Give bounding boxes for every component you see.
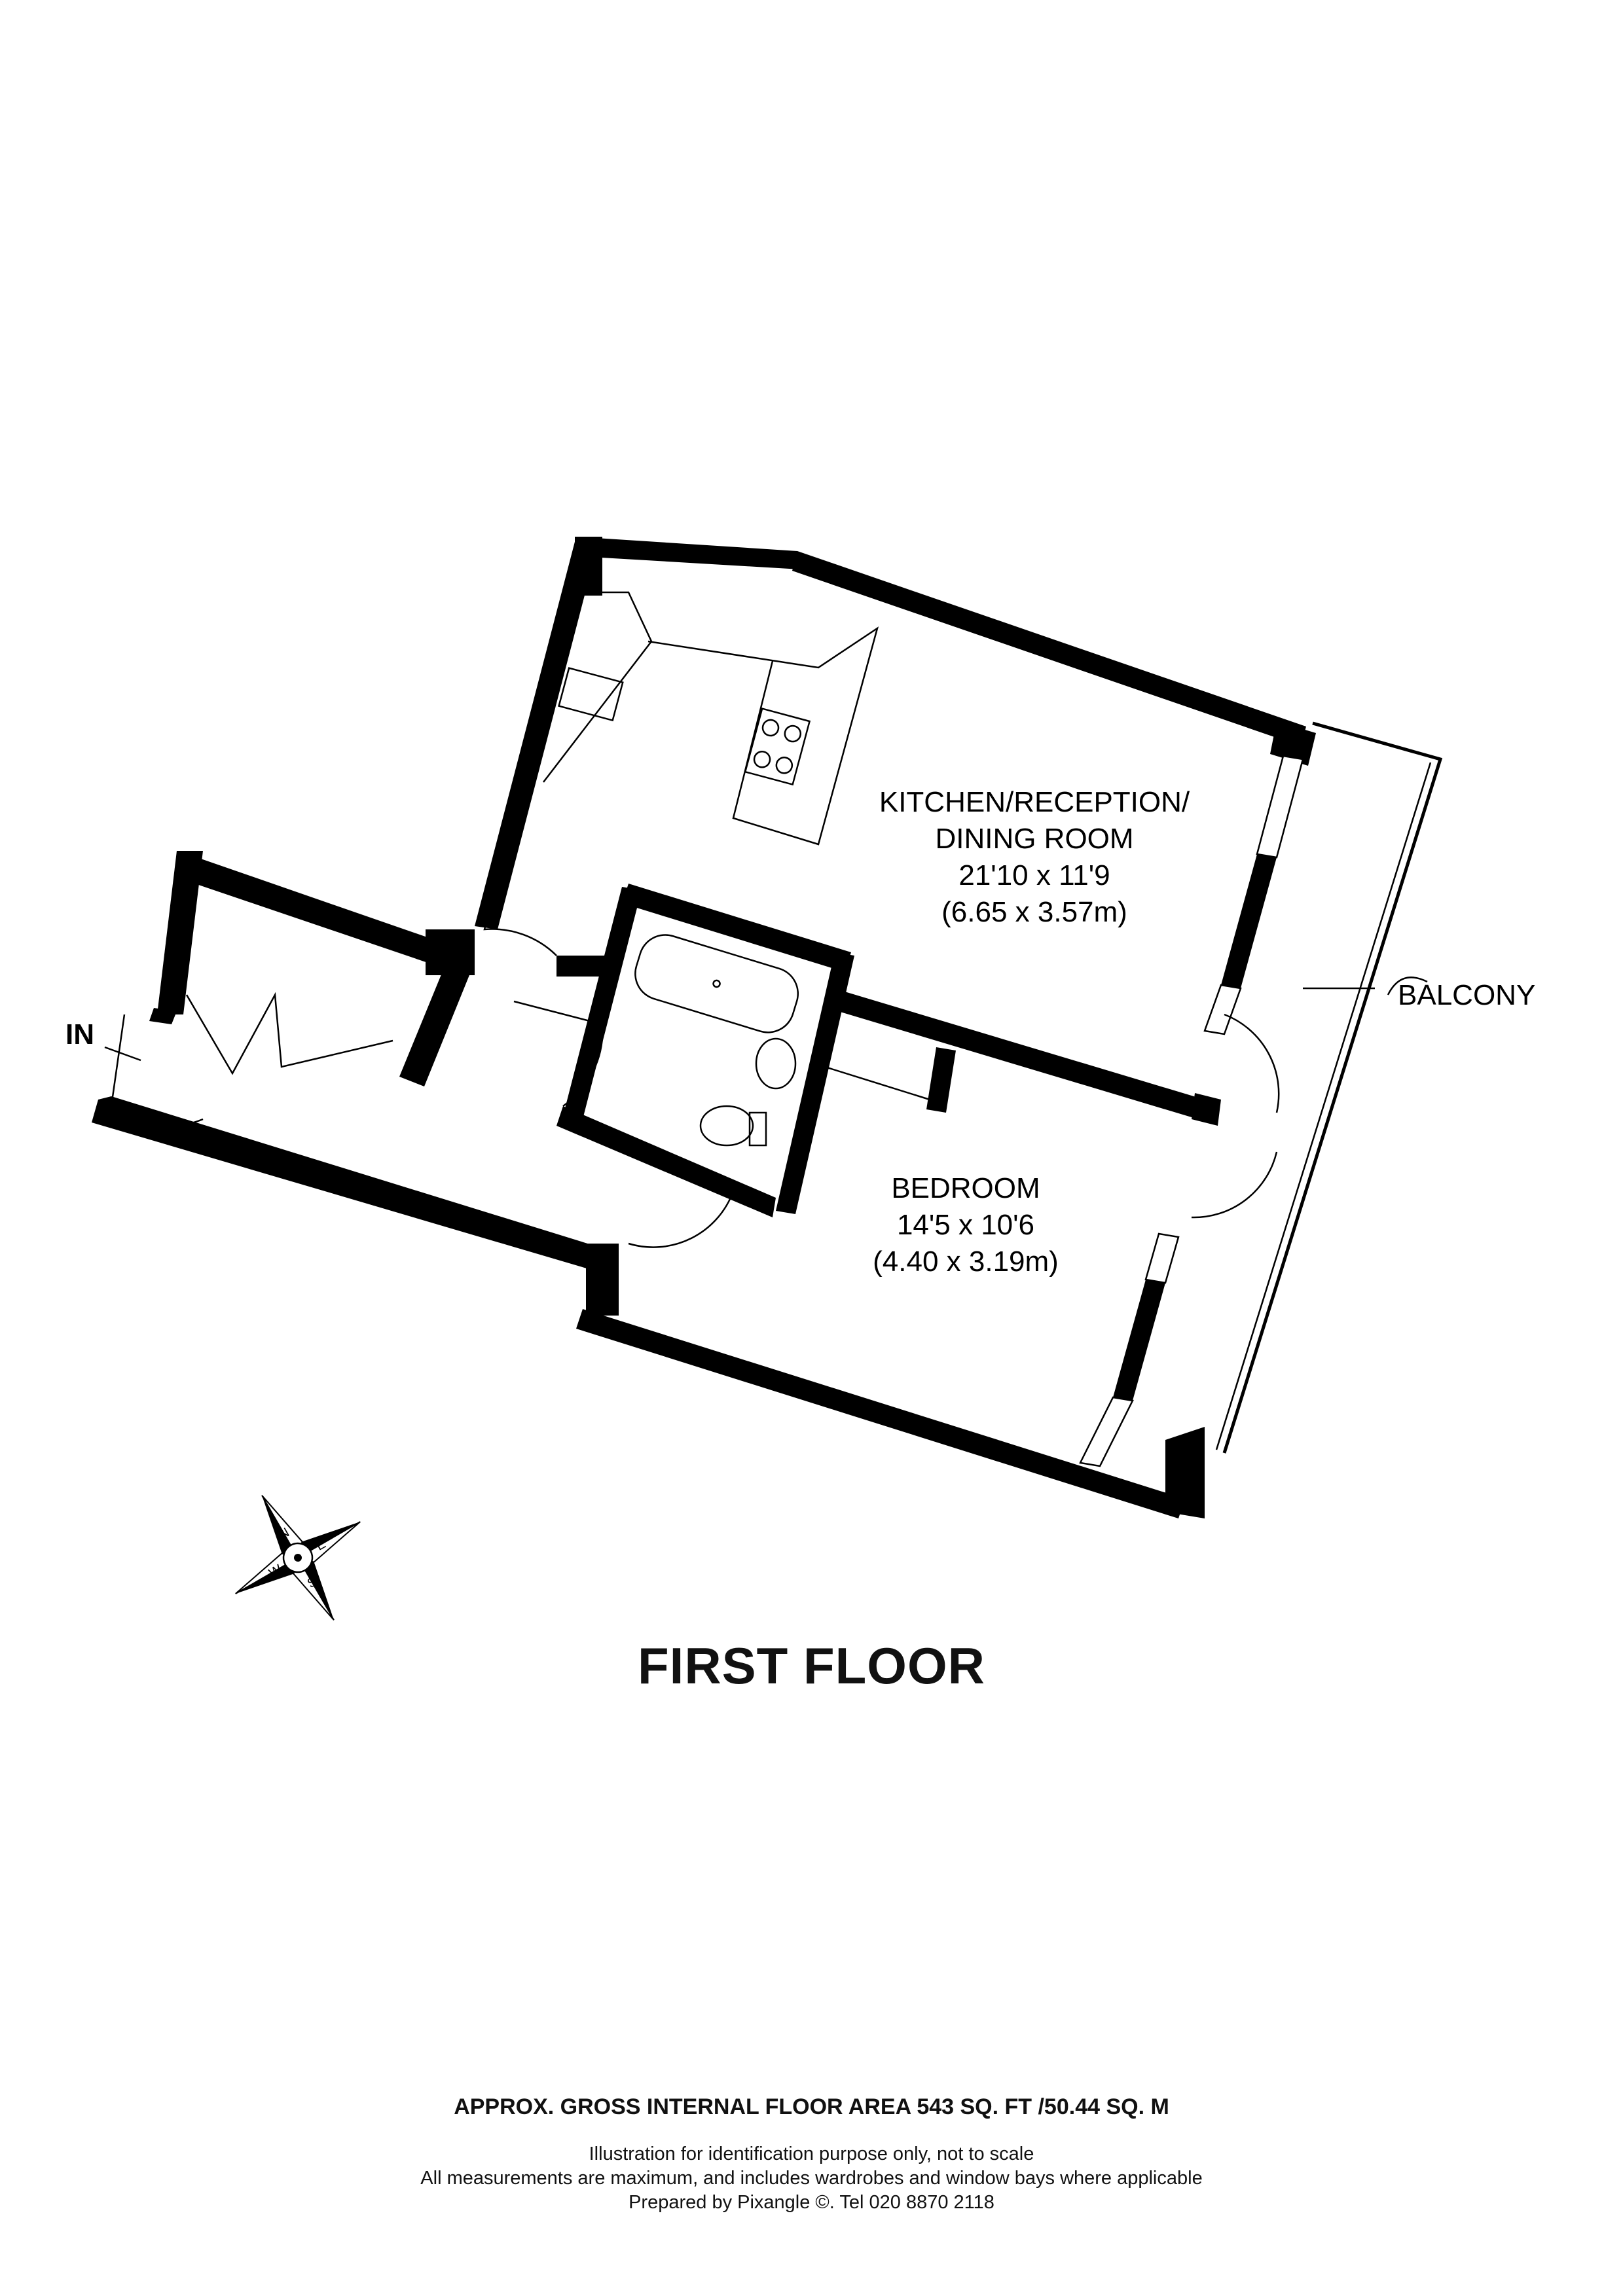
balcony-inner-edge xyxy=(1215,762,1432,1450)
bathtub xyxy=(634,934,799,1033)
disclaimer-note-1: Illustration for identification purpose … xyxy=(589,2144,1034,2164)
bath-top-wall xyxy=(622,884,851,972)
bath-left-wall xyxy=(563,887,642,1119)
window-kitchen-pier xyxy=(1221,854,1277,988)
hall-corner-block xyxy=(426,929,475,975)
window-kitchen-lower xyxy=(1203,984,1242,1035)
corner-block-se xyxy=(1165,1427,1205,1518)
bedroom-dim-metric: (4.40 x 3.19m) xyxy=(873,1246,1059,1278)
kitchen-sink xyxy=(558,667,624,722)
gross-area: APPROX. GROSS INTERNAL FLOOR AREA 543 SQ… xyxy=(454,2094,1169,2119)
kitchen-island xyxy=(647,626,879,846)
wash-basin xyxy=(755,1037,797,1090)
south-wall-block xyxy=(586,1244,619,1316)
kitchen-top-right-wall xyxy=(792,551,1306,746)
hall-right-wall xyxy=(399,949,475,1086)
door-balcony-kitchen[interactable] xyxy=(1224,1013,1280,1113)
kitchen-top-wall xyxy=(576,537,801,569)
balcony-pointer xyxy=(1387,977,1428,996)
floor-title: FIRST FLOOR xyxy=(638,1637,985,1695)
south-wall-west xyxy=(92,1096,609,1273)
window-bedroom-lower xyxy=(1079,1396,1134,1467)
kitchen-label-line1: KITCHEN/RECEPTION/ xyxy=(879,786,1190,818)
door-balcony-bedroom[interactable] xyxy=(1191,1151,1278,1219)
entrance-arrow xyxy=(104,1046,141,1062)
bedroom-label: BEDROOM xyxy=(891,1172,1040,1204)
door-hall-cupboard[interactable] xyxy=(185,992,393,1075)
south-wall-east xyxy=(576,1309,1185,1518)
hall-upper-wall xyxy=(157,851,203,1014)
toilet-cistern xyxy=(748,1111,767,1147)
kitchen-corner-block xyxy=(575,537,602,596)
window-bedroom-upper xyxy=(1144,1232,1180,1284)
hall-top-wall xyxy=(175,851,452,969)
door-kitchen[interactable] xyxy=(483,850,557,956)
kitchen-left-wall xyxy=(475,537,599,929)
bath-right-wall xyxy=(776,952,854,1214)
entrance-wall-stub xyxy=(149,1008,177,1024)
bath-wall-stub xyxy=(556,956,606,977)
wardrobe-sliding-doors xyxy=(824,1066,930,1101)
hob xyxy=(744,708,811,786)
bath-bottom-wall xyxy=(556,1106,776,1217)
partition-wall xyxy=(838,992,1205,1119)
partition-wall-right xyxy=(1192,1093,1221,1126)
balcony-outline xyxy=(1222,721,1443,1454)
corner-block-ne xyxy=(1270,721,1316,766)
disclaimer-note-3: Prepared by Pixangle ©. Tel 020 8870 211… xyxy=(629,2192,994,2213)
door-bathroom[interactable] xyxy=(513,1000,604,1107)
compass-icon: N E S W xyxy=(235,1495,361,1621)
balcony-label: BALCONY xyxy=(1398,979,1535,1011)
kitchen-label-line2: DINING ROOM xyxy=(935,823,1133,855)
kitchen-dim-imperial: 21'10 x 11'9 xyxy=(958,859,1110,891)
kitchen-dim-metric: (6.65 x 3.57m) xyxy=(941,896,1127,928)
wardrobe-wall xyxy=(926,1047,956,1113)
window-bedroom-pier xyxy=(1113,1280,1165,1401)
kitchen-counter xyxy=(543,591,653,783)
window-kitchen-upper xyxy=(1256,755,1304,859)
disclaimer-note-2: All measurements are maximum, and includ… xyxy=(420,2168,1203,2189)
door-bedroom[interactable] xyxy=(628,1164,735,1248)
toilet xyxy=(699,1105,754,1147)
bedroom-dim-imperial: 14'5 x 10'6 xyxy=(897,1209,1034,1241)
door-entrance[interactable] xyxy=(110,1014,204,1127)
entrance-label: IN xyxy=(65,1018,94,1050)
